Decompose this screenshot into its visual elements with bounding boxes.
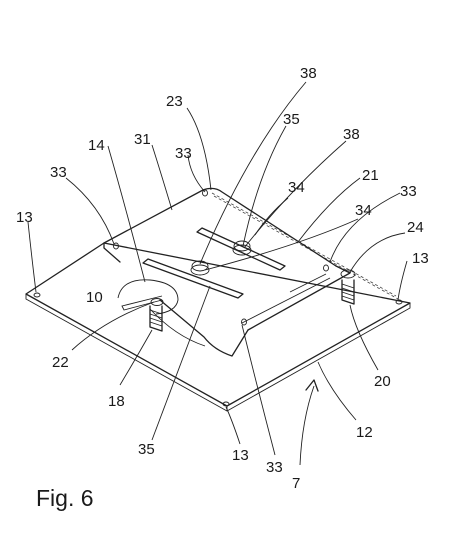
ref-35-top: 35 xyxy=(283,111,300,128)
ref-13-bottom: 13 xyxy=(232,447,249,464)
ref-35-bottom: 35 xyxy=(138,441,155,458)
ref-13-left: 13 xyxy=(16,209,33,226)
ref-34-lower: 34 xyxy=(355,202,372,219)
holes-33 xyxy=(113,189,329,326)
ref-18: 18 xyxy=(108,393,125,410)
ref-22: 22 xyxy=(52,354,69,371)
ref-13-right: 13 xyxy=(412,250,429,267)
top-plate xyxy=(103,187,351,357)
ref-33-left: 33 xyxy=(50,164,67,181)
ref-38-right: 38 xyxy=(343,126,360,143)
ref-10: 10 xyxy=(86,289,103,306)
ref-12: 12 xyxy=(356,424,373,441)
leader-lines xyxy=(27,81,408,466)
ref-31: 31 xyxy=(134,131,151,148)
ref-38-top: 38 xyxy=(300,65,317,82)
ref-33-upper: 33 xyxy=(175,145,192,162)
ref-34-upper: 34 xyxy=(288,179,305,196)
ref-33-bottom: 33 xyxy=(266,459,283,476)
ref-24: 24 xyxy=(407,219,424,236)
figure-caption: Fig. 6 xyxy=(36,485,94,511)
ref-7: 7 xyxy=(292,475,300,492)
ref-23: 23 xyxy=(166,93,183,110)
ref-14: 14 xyxy=(88,137,105,154)
ref-33-right: 33 xyxy=(400,183,417,200)
ref-21: 21 xyxy=(362,167,379,184)
slot-assembly xyxy=(142,227,286,299)
hinge-left xyxy=(117,279,179,332)
reference-numerals: 38 23 35 38 14 31 33 33 34 21 33 13 34 2… xyxy=(16,65,429,492)
hinge-right xyxy=(289,269,356,305)
corner-holes xyxy=(33,292,403,407)
ref-20: 20 xyxy=(374,373,391,390)
